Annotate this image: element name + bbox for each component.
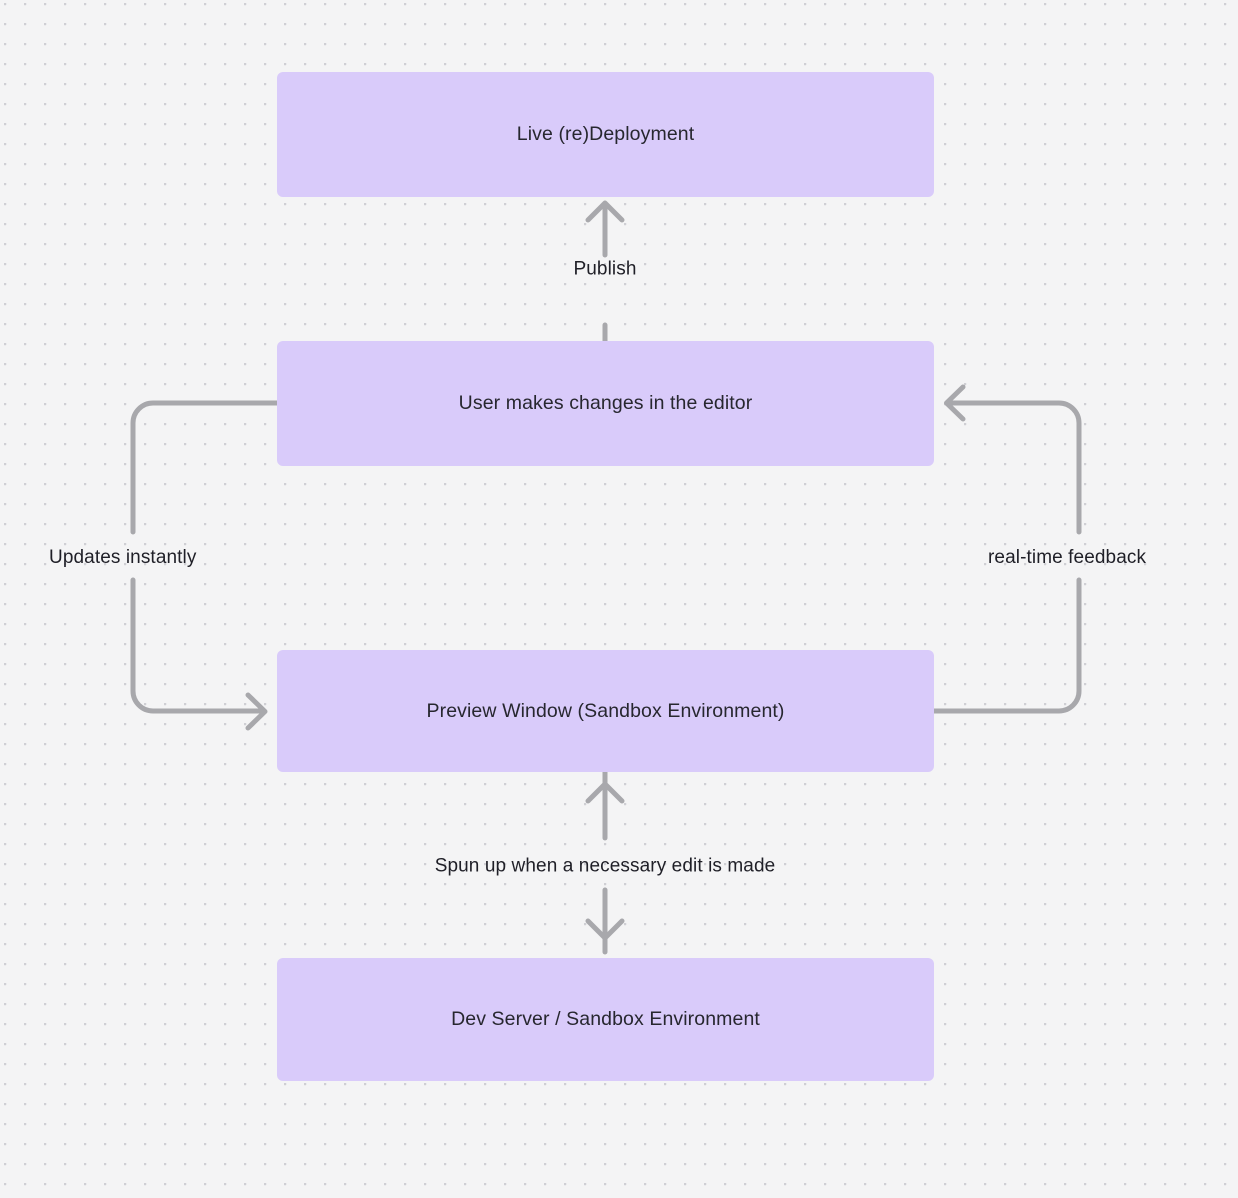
node-preview-window-label: Preview Window (Sandbox Environment) — [426, 699, 785, 722]
node-live-deployment-label: Live (re)Deployment — [516, 123, 695, 146]
node-preview-window[interactable]: Preview Window (Sandbox Environment) — [277, 650, 934, 772]
edge-updates-instantly-arrowhead-icon — [245, 692, 268, 731]
edge-real-time-feedback-lower-path — [931, 577, 1082, 714]
edge-publish-arrowhead-icon — [585, 200, 625, 223]
edge-label-real-time-feedback: real-time feedback — [988, 547, 1147, 568]
edge-spun-up-arrowhead-up-icon — [585, 781, 625, 804]
node-user-edits-label: User makes changes in the editor — [458, 392, 753, 415]
edge-label-spun-up: Spun up when a necessary edit is made — [434, 855, 776, 877]
node-live-deployment[interactable]: Live (re)Deployment — [277, 72, 934, 197]
edge-spun-up-arrowhead-down-icon — [585, 918, 625, 941]
edge-label-updates-instantly: Updates instantly — [49, 547, 197, 568]
edge-updates-instantly-lower-path — [130, 577, 265, 714]
node-dev-server-label: Dev Server / Sandbox Environment — [451, 1008, 760, 1031]
edge-real-time-feedback-upper-path — [947, 400, 1082, 535]
node-dev-server[interactable]: Dev Server / Sandbox Environment — [277, 958, 934, 1081]
edge-real-time-feedback-arrowhead-icon — [944, 384, 966, 422]
node-user-edits[interactable]: User makes changes in the editor — [277, 341, 934, 466]
edge-updates-instantly-upper-path — [130, 400, 280, 535]
edge-label-publish: Publish — [573, 258, 637, 280]
